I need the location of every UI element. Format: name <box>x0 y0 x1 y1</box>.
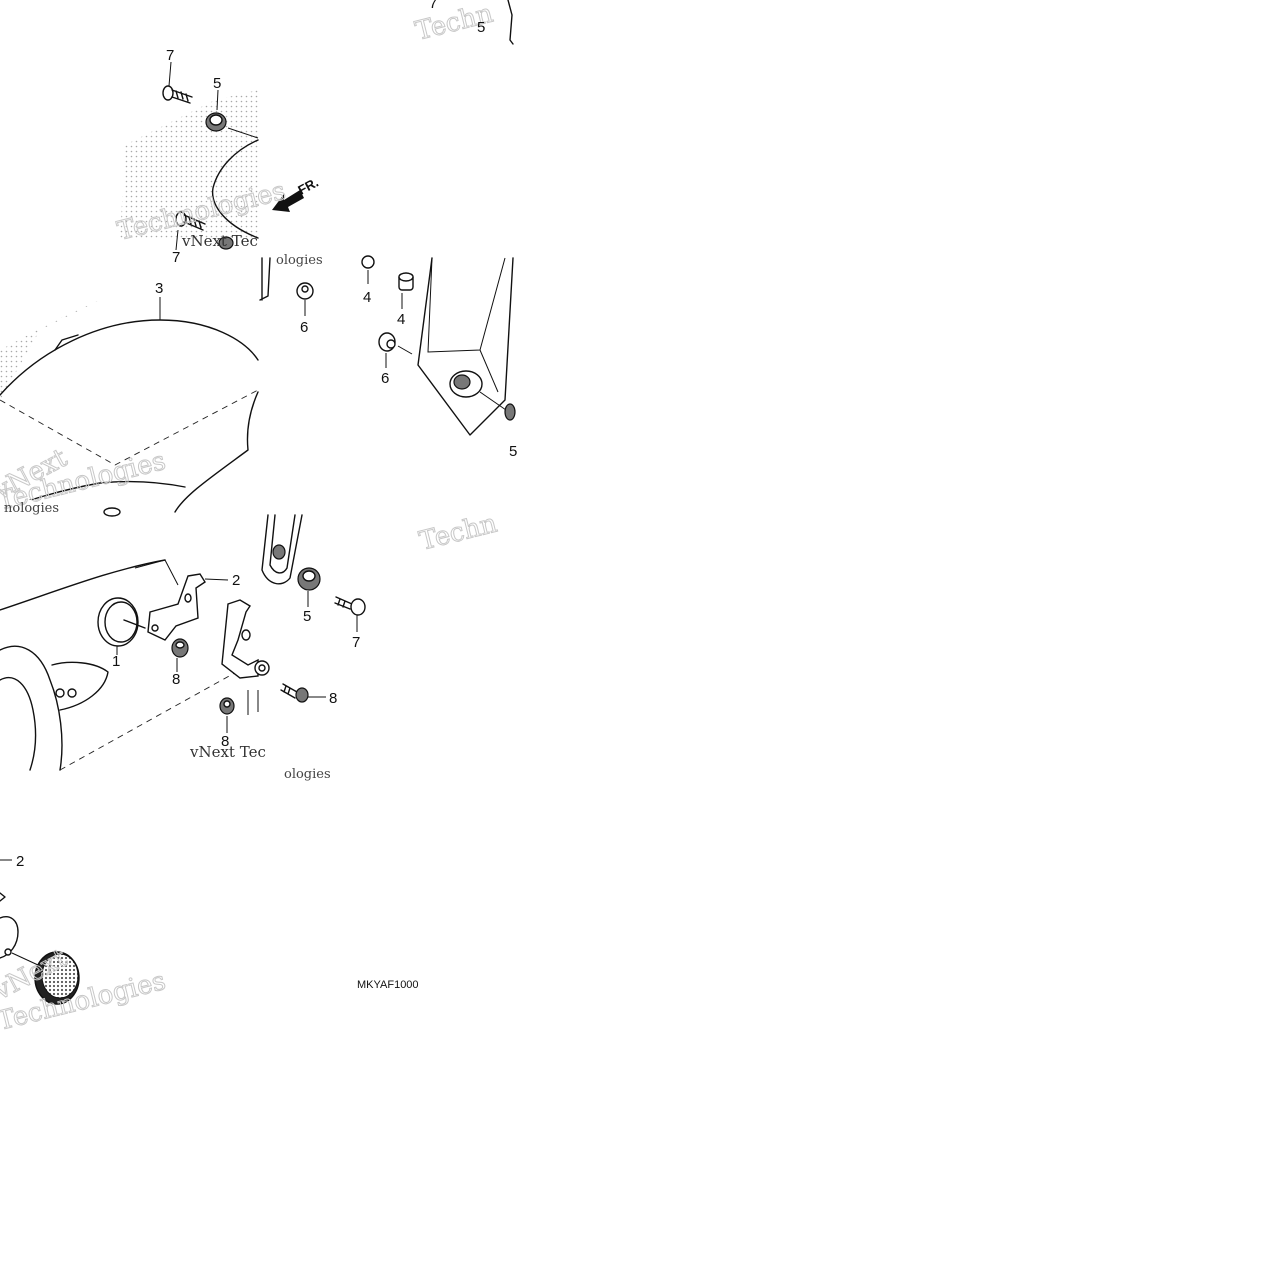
callout-6: 6 <box>300 319 308 336</box>
callout-7: 7 <box>166 47 174 64</box>
callout-7: 7 <box>352 634 360 651</box>
fender-lower-outline <box>0 559 166 611</box>
callout-5: 5 <box>213 75 221 92</box>
nut-4-upper <box>361 255 375 269</box>
callout-8: 8 <box>172 671 180 688</box>
tile-side-cover <box>259 0 516 436</box>
nut-8-right <box>219 697 235 715</box>
grommet-5-lower <box>297 567 321 591</box>
bolt-7-fork <box>334 596 366 616</box>
upper-cover-outline <box>211 139 259 239</box>
callout-2: 2 <box>232 572 240 589</box>
bolt-7-top <box>162 85 193 104</box>
bolt-7-lower-right <box>280 683 309 703</box>
svg-text:Techn: Techn <box>416 509 500 557</box>
fender-outline <box>0 319 259 396</box>
tile-upper-cover: FR. <box>120 61 321 251</box>
svg-text:nologies: nologies <box>4 501 59 516</box>
bracket-2 <box>147 573 206 641</box>
callout-5: 5 <box>509 443 517 460</box>
callout-6: 6 <box>381 370 389 387</box>
callouts: 7 5 7 5 7 3 6 4 4 6 5 2 5 7 1 8 8 8 2 <box>16 0 517 870</box>
part-code: MKYAF1000 <box>357 979 419 991</box>
washer-1 <box>97 597 146 647</box>
watermarks: Techn Technologies vNext Tec ologies vNe… <box>0 0 501 1037</box>
svg-text:vNext Tec: vNext Tec <box>189 743 266 761</box>
callout-3: 3 <box>155 280 163 297</box>
callout-2: 2 <box>16 853 24 870</box>
callout-4: 4 <box>363 289 371 306</box>
side-cover-hole <box>449 370 483 398</box>
reflector <box>34 951 80 1005</box>
bracket-right <box>221 599 259 679</box>
callout-5: 5 <box>477 19 485 36</box>
callout-8: 8 <box>221 733 229 750</box>
collar-6 <box>378 332 396 352</box>
callout-7: 7 <box>429 0 437 12</box>
tile-reflector <box>0 859 80 1005</box>
bracket-piece-top <box>259 257 271 301</box>
washer-6-top <box>296 282 314 300</box>
tile-lower-brackets <box>0 514 366 771</box>
bolt-7-lower <box>175 211 234 250</box>
dotted-shading-fender <box>0 300 100 400</box>
side-cover-outline <box>417 257 514 436</box>
tile-front-fender <box>0 297 259 517</box>
nut-8-left <box>171 638 189 658</box>
callout-5: 5 <box>303 608 311 625</box>
collar-4 <box>398 272 414 291</box>
svg-text:ologies: ologies <box>276 253 323 268</box>
svg-text:ologies: ologies <box>284 767 331 782</box>
grommet-5-top <box>205 112 227 132</box>
callout-4: 4 <box>397 311 405 328</box>
callout-7: 8 <box>329 690 337 707</box>
callout-1: 1 <box>112 653 120 670</box>
callout-7: 7 <box>172 249 180 266</box>
svg-text:vNext Tec: vNext Tec <box>181 232 258 250</box>
